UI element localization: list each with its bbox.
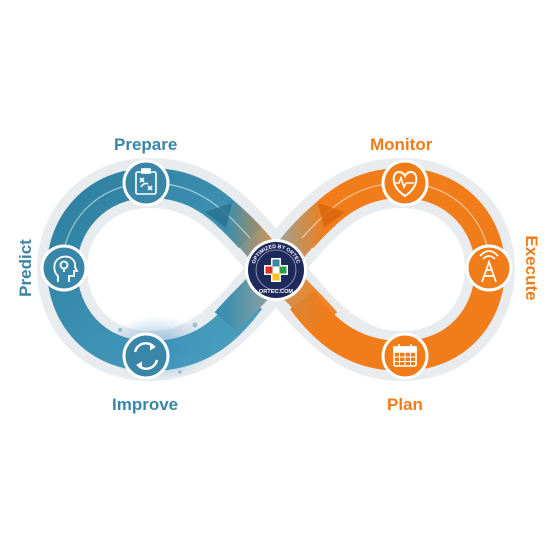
refresh-cycle-icon — [133, 342, 159, 370]
head-lightbulb-icon — [53, 255, 79, 282]
flow-arrows — [205, 203, 345, 228]
ortec-cross-logo — [264, 258, 288, 282]
stage-label-plan: Plan — [387, 395, 423, 414]
calendar-icon — [393, 344, 417, 367]
stage-label-improve: Improve — [112, 395, 179, 414]
ortec-badge[interactable]: OPTIMIZED BY ORTEC ORTEC.COM — [245, 239, 307, 301]
prepare-node[interactable] — [122, 159, 170, 207]
clipboard-strategy-icon — [135, 168, 157, 195]
stage-label-prepare: Prepare — [114, 135, 178, 154]
plan-node[interactable] — [381, 332, 429, 380]
stage-label-predict: Predict — [16, 239, 35, 297]
stage-label-execute: Execute — [522, 235, 541, 301]
monitor-node[interactable] — [381, 159, 429, 207]
signal-tower-icon — [479, 250, 499, 283]
stage-label-monitor: Monitor — [370, 135, 433, 154]
improve-node[interactable] — [122, 332, 170, 380]
execute-node[interactable] — [465, 244, 513, 292]
heart-monitor-icon — [392, 170, 418, 198]
predict-node[interactable] — [40, 244, 88, 292]
badge-bottom-text: ORTEC.COM — [259, 289, 294, 295]
